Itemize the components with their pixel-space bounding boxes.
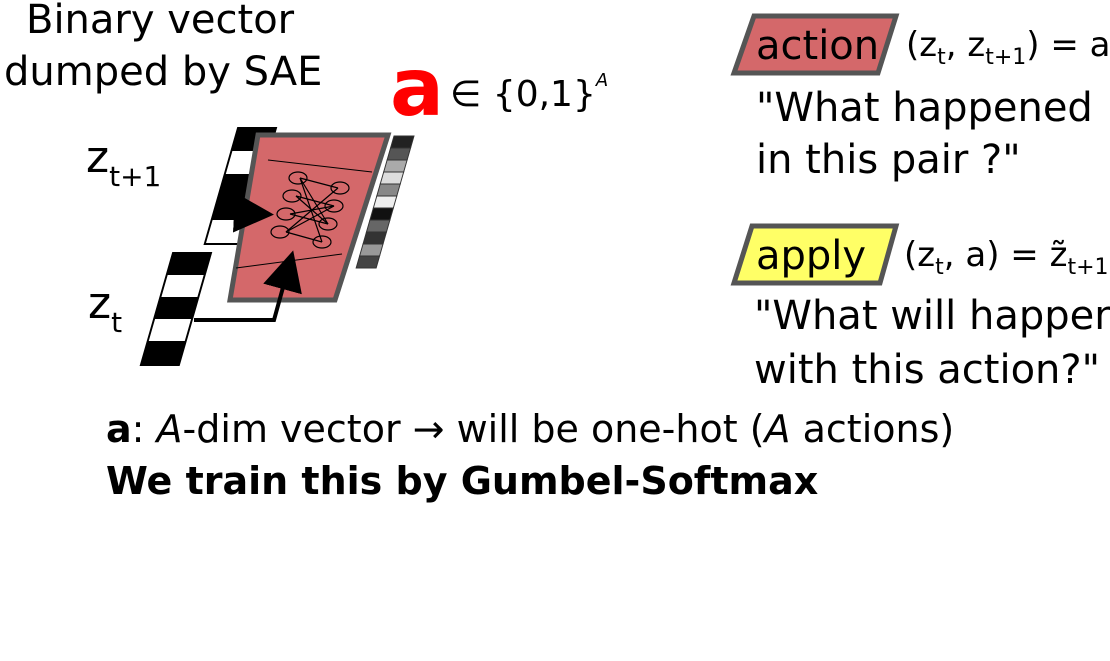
action-formula-sub1: t xyxy=(937,45,946,70)
note-A1: A xyxy=(156,407,183,451)
apply-formula-ztilde: z̃ xyxy=(1049,235,1068,275)
action-question-1: "What happened xyxy=(756,85,1093,131)
action-set-text: ∈ {0,1} xyxy=(450,74,596,115)
apply-formula-mid: , a) = xyxy=(943,235,1050,275)
neural-network-icon xyxy=(270,171,350,249)
note-a: a xyxy=(106,407,132,451)
apply-label: apply xyxy=(756,233,867,279)
action-formula-sub2: t+1 xyxy=(985,45,1027,70)
action-formula: (zt, zt+1) = a xyxy=(906,28,1110,69)
input-arrows xyxy=(194,192,302,322)
z-current-label: zt xyxy=(88,282,122,337)
z-current-sub: t xyxy=(111,306,123,339)
apply-question-2: with this action?" xyxy=(754,347,1101,393)
action-symbol: a xyxy=(390,41,444,134)
apply-question-1: "What will happen xyxy=(754,293,1110,339)
z-current-base: z xyxy=(88,278,112,329)
action-formula-open: (z xyxy=(906,25,938,65)
header-line-1: Binary vector xyxy=(26,0,295,43)
action-set: ∈ {0,1}A xyxy=(450,72,608,113)
action-network xyxy=(227,132,392,303)
apply-formula: (zt, a) = z̃t+1 xyxy=(904,238,1109,279)
training-note: We train this by Gumbel-Softmax xyxy=(106,459,819,503)
action-label: action xyxy=(756,23,880,69)
note-end: actions) xyxy=(790,407,955,451)
z-next-base: z xyxy=(86,132,110,183)
action-formula-mid: , z xyxy=(945,25,986,65)
action-question-2: in this pair ?" xyxy=(756,137,1021,183)
action-label-box xyxy=(730,13,900,76)
output-vector xyxy=(355,135,415,269)
z-next-label: zt+1 xyxy=(86,136,161,191)
note-colon: : xyxy=(131,407,157,451)
header-line-2: dumped by SAE xyxy=(4,49,323,95)
apply-label-box xyxy=(730,223,900,286)
action-formula-close: ) = a xyxy=(1026,25,1110,65)
apply-formula-sub1: t xyxy=(935,255,944,280)
action-set-exponent: A xyxy=(595,70,609,91)
apply-formula-open: (z xyxy=(904,235,936,275)
vector-note: a: A-dim vector → will be one-hot (A act… xyxy=(106,410,954,448)
z-current-vector xyxy=(139,252,213,366)
apply-formula-sub2: t+1 xyxy=(1067,255,1109,280)
z-next-sub: t+1 xyxy=(109,160,162,193)
note-mid: -dim vector → will be one-hot ( xyxy=(182,407,765,451)
note-A2: A xyxy=(764,407,791,451)
